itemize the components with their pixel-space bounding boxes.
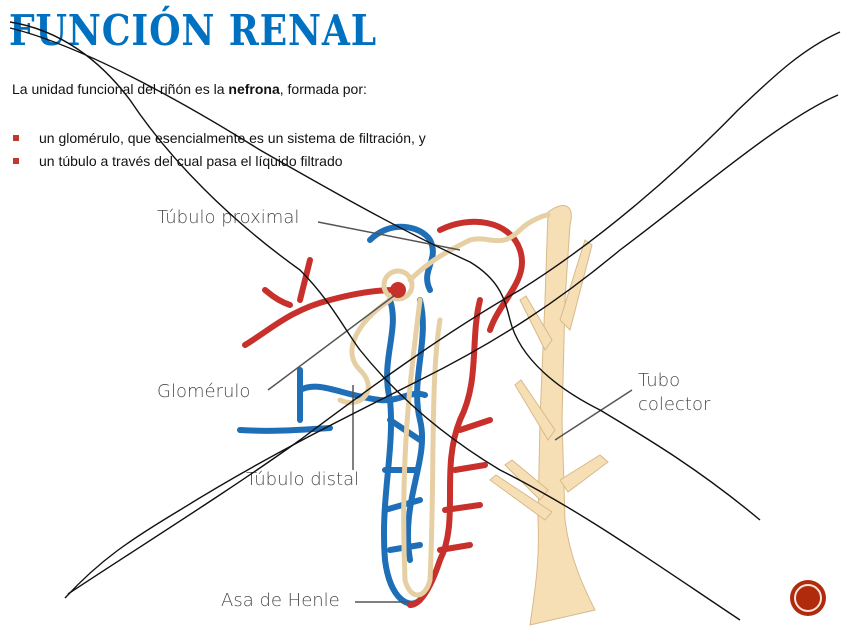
next-slide-icon bbox=[794, 584, 822, 612]
tubule-network bbox=[337, 212, 551, 598]
glomerulus bbox=[390, 282, 406, 298]
next-slide-button[interactable] bbox=[790, 580, 826, 616]
label-tubo-line2: colector bbox=[638, 394, 711, 415]
label-tubo-line1: Tubo bbox=[638, 370, 681, 391]
label-tubulo-proximal: Túbulo proximal bbox=[157, 207, 300, 228]
label-tubulo-distal: Túbulo distal bbox=[246, 469, 360, 490]
label-asa-henle: Asa de Henle bbox=[221, 590, 340, 611]
label-tubo-colector: Tubo colector bbox=[638, 369, 710, 417]
collecting-duct bbox=[489, 205, 609, 626]
label-glomerulo: Glomérulo bbox=[157, 381, 251, 402]
